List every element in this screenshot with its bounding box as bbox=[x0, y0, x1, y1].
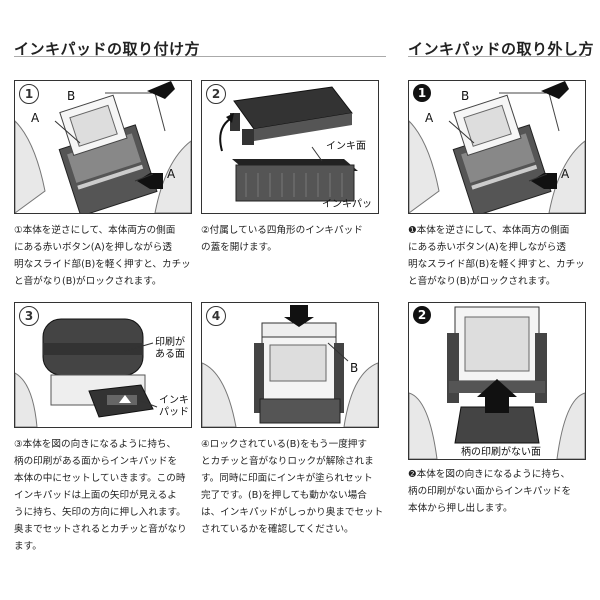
panel-step-4: 4 B bbox=[201, 302, 379, 428]
label-printed-side: 印刷がある面 bbox=[155, 337, 185, 360]
label-a-right: A bbox=[167, 167, 176, 181]
panel-remove-step-2: 2 柄の印刷がない面 bbox=[408, 302, 586, 460]
label-ink-pad-3: インキパッド bbox=[159, 395, 189, 418]
panel-step-3: 3 印刷がある面 インキパッド bbox=[14, 302, 192, 428]
description-step-1: ①本体を逆さにして、本体両方の側面にある赤いボタン(A)を押しながら透 明なスラ… bbox=[14, 225, 191, 287]
panel-step-2: 2 インキ面 インキパッド bbox=[201, 80, 379, 214]
label-b: B bbox=[67, 89, 76, 103]
stamp-squeeze-illustration-remove bbox=[409, 81, 585, 213]
label-b-4: B bbox=[350, 361, 359, 375]
step-number-2: 2 bbox=[206, 84, 226, 104]
label-ink-pad: インキパッド bbox=[322, 199, 372, 210]
label-b-remove: B bbox=[461, 89, 470, 103]
remove-step-number-2: 2 bbox=[413, 306, 431, 324]
unlock-illustration bbox=[202, 305, 378, 427]
heading-remove: インキパッドの取り外し方 bbox=[408, 40, 595, 58]
remove-step-number-1: 1 bbox=[413, 84, 431, 102]
step-number-1: 1 bbox=[19, 84, 39, 104]
heading-attach-rule bbox=[14, 56, 386, 57]
heading-attach: インキパッドの取り付け方 bbox=[14, 40, 201, 58]
description-step-3: ③本体を図の向きになるように持ち、柄の印刷がある面からインキパッドを 本体の中に… bbox=[14, 439, 187, 552]
panel-remove-step-1: 1 A B A bbox=[408, 80, 586, 214]
panel-step-1: 1 A B A bbox=[14, 80, 192, 214]
label-ink-side: インキ面 bbox=[326, 141, 366, 152]
step-number-4: 4 bbox=[206, 306, 226, 326]
description-remove-step-1: ❶本体を逆さにして、本体両方の側面にある赤いボタン(A)を押しながら透 明なスラ… bbox=[408, 225, 585, 287]
label-unprinted-side: 柄の印刷がない面 bbox=[461, 447, 541, 458]
step-number-3: 3 bbox=[19, 306, 39, 326]
label-a-right-remove: A bbox=[561, 167, 570, 181]
heading-remove-rule bbox=[408, 56, 586, 57]
push-out-pad-illustration bbox=[409, 306, 585, 459]
description-step-2: ②付属している四角形のインキパッドの蓋を開けます。 bbox=[201, 225, 363, 253]
stamp-squeeze-illustration bbox=[15, 81, 191, 213]
description-remove-step-2: ❷本体を図の向きになるように持ち、柄の印刷がない面からインキパッドを 本体から押… bbox=[408, 469, 572, 514]
description-step-4: ④ロックされている(B)をもう一度押すとカチッと音がなりロックが解除されま す。… bbox=[201, 439, 384, 535]
ink-pad-open-illustration bbox=[219, 86, 358, 202]
label-a-top: A bbox=[31, 111, 40, 125]
label-a-top-remove: A bbox=[425, 111, 434, 125]
insert-pad-illustration bbox=[15, 318, 158, 427]
